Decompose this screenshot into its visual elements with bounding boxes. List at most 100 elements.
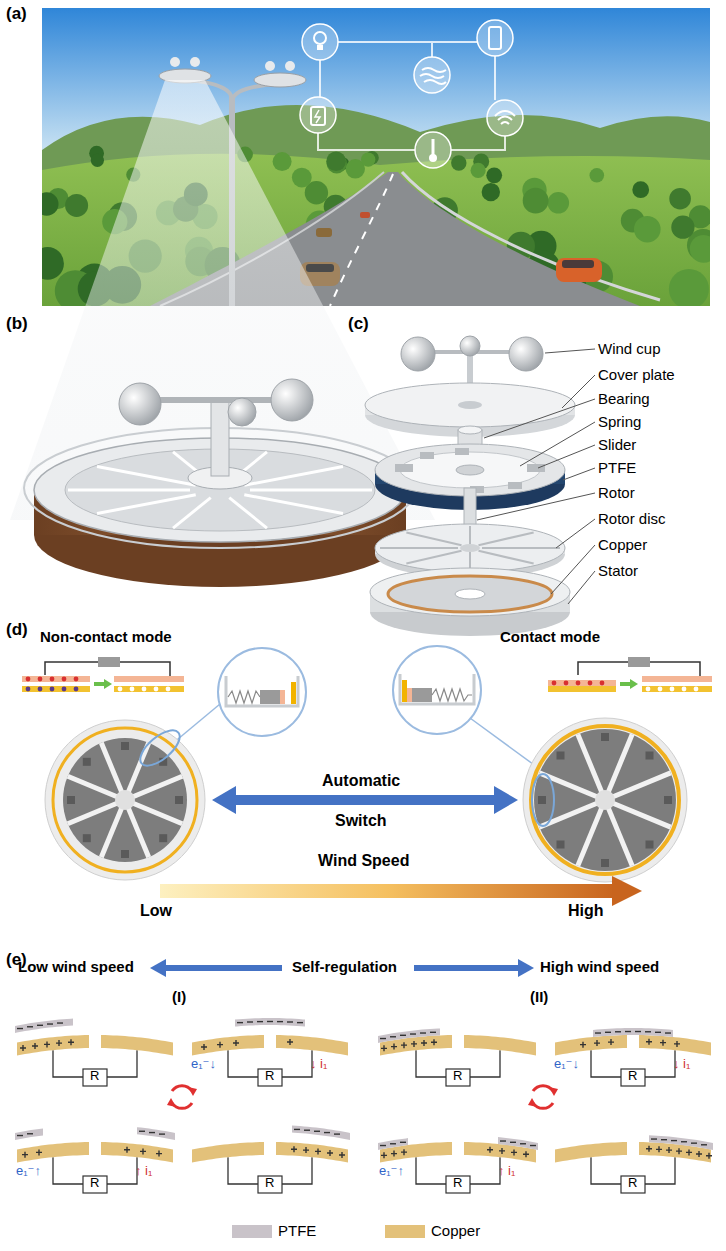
car: [300, 212, 602, 286]
leader-line: [477, 493, 595, 520]
charge-sign: [595, 1032, 601, 1033]
charge-dot: [552, 681, 557, 686]
charge-dot: [564, 681, 569, 686]
rotor-disc-top: [45, 718, 687, 882]
regime-title: Self-regulation: [292, 958, 397, 975]
exploded-view: [456, 465, 484, 475]
zoom-detail: [218, 648, 306, 736]
charge-sign: [400, 1142, 406, 1143]
resistor-label: R: [628, 1069, 637, 1084]
charge-sign: [420, 1032, 426, 1033]
tree: [326, 152, 346, 172]
charge-sign: [594, 1040, 600, 1046]
charge-sign: [139, 1131, 145, 1132]
zoom-detail: [260, 690, 280, 704]
charge-sign: [291, 1146, 297, 1152]
copper-electrode: [192, 1142, 264, 1163]
charge-sign: [400, 1035, 406, 1036]
panel-label: (c): [348, 314, 369, 334]
slider: [601, 733, 609, 741]
tree: [690, 235, 710, 263]
charge-sign: [520, 1143, 526, 1144]
charge-sign: [27, 1026, 33, 1027]
double-arrow: [232, 795, 498, 805]
slider: [557, 752, 565, 760]
rotor-spoke: [406, 532, 461, 545]
exploded-view: [458, 426, 482, 434]
rotor-spoke: [132, 803, 182, 824]
charge-sign: [327, 1150, 333, 1156]
icon-network: [432, 139, 435, 155]
circuit-schematic: [22, 676, 90, 682]
rotor-spoke: [469, 526, 471, 544]
charge-sign: [17, 1028, 23, 1029]
charge-sign: [277, 1021, 283, 1022]
tree: [548, 192, 570, 214]
leader-line: [538, 445, 595, 468]
tree: [486, 167, 502, 183]
part-name: Slider: [598, 436, 636, 453]
circuit-schematic: [642, 686, 712, 692]
charge-dot: [154, 687, 159, 692]
lamp-post: [254, 73, 306, 87]
legend-swatch: [232, 1225, 272, 1238]
icon-network: [315, 110, 320, 123]
rotor-spoke: [128, 807, 149, 857]
lamp-post: [170, 57, 180, 67]
part-name: Cover plate: [598, 366, 675, 383]
charge-sign: [32, 1043, 38, 1049]
charge-sign: [36, 1149, 42, 1155]
rotor-spoke: [612, 803, 670, 827]
charge-sign: [380, 1038, 386, 1039]
regulation-arrow: [518, 959, 534, 977]
tree: [42, 192, 59, 216]
resistor-symbol: [83, 1069, 107, 1086]
circuit-schematic: [548, 680, 616, 686]
ptfe-layer: [137, 1127, 175, 1140]
rotor-spoke: [478, 551, 533, 564]
leader-line: [520, 422, 595, 466]
charge-sign: [487, 1147, 493, 1153]
charge-sign: [159, 1133, 165, 1134]
rotor-spoke: [612, 773, 670, 797]
current-flow: ↓ i₁: [673, 1057, 690, 1072]
tree: [590, 168, 605, 183]
leader-line: [562, 375, 595, 408]
slider: [527, 464, 545, 472]
charge-dot: [166, 687, 171, 692]
resistor-label: R: [265, 1176, 274, 1191]
resistor-symbol: [446, 1069, 470, 1086]
charge-sign: [303, 1147, 309, 1153]
leader-line: [556, 519, 595, 548]
rotor-spoke: [173, 498, 211, 528]
ptfe-layer: [498, 1137, 538, 1150]
resistor-label: R: [90, 1176, 99, 1191]
switch-text: Automatic: [322, 772, 400, 790]
charge-sign: [391, 1044, 397, 1050]
regulation-arrow: [414, 965, 522, 971]
copper-electrode: [639, 1035, 711, 1056]
part-name: Copper: [598, 536, 647, 553]
slider: [121, 742, 129, 750]
charge-sign: [334, 1133, 340, 1134]
icon-network: [300, 97, 336, 133]
part-name: Spring: [598, 413, 641, 430]
charge-dot: [26, 677, 31, 682]
lamp-post: [285, 61, 295, 71]
copper-electrode: [276, 1035, 348, 1056]
tree: [42, 247, 64, 280]
charge-sign: [297, 1022, 303, 1023]
resistor-symbol: [621, 1176, 645, 1193]
charge-sign: [17, 1135, 23, 1136]
resistor-label: R: [265, 1069, 274, 1084]
charge-dot: [38, 677, 43, 682]
tree: [671, 216, 694, 239]
rotor-spoke: [244, 495, 343, 514]
charge-sign: [22, 1152, 28, 1158]
charge-sign: [27, 1133, 33, 1134]
ptfe-layer: [15, 1019, 73, 1033]
electron-flow: e₁⁻↑: [379, 1164, 404, 1179]
axis-end: Low: [140, 902, 172, 920]
charge-dot: [74, 677, 79, 682]
ptfe-layer: [235, 1018, 305, 1027]
